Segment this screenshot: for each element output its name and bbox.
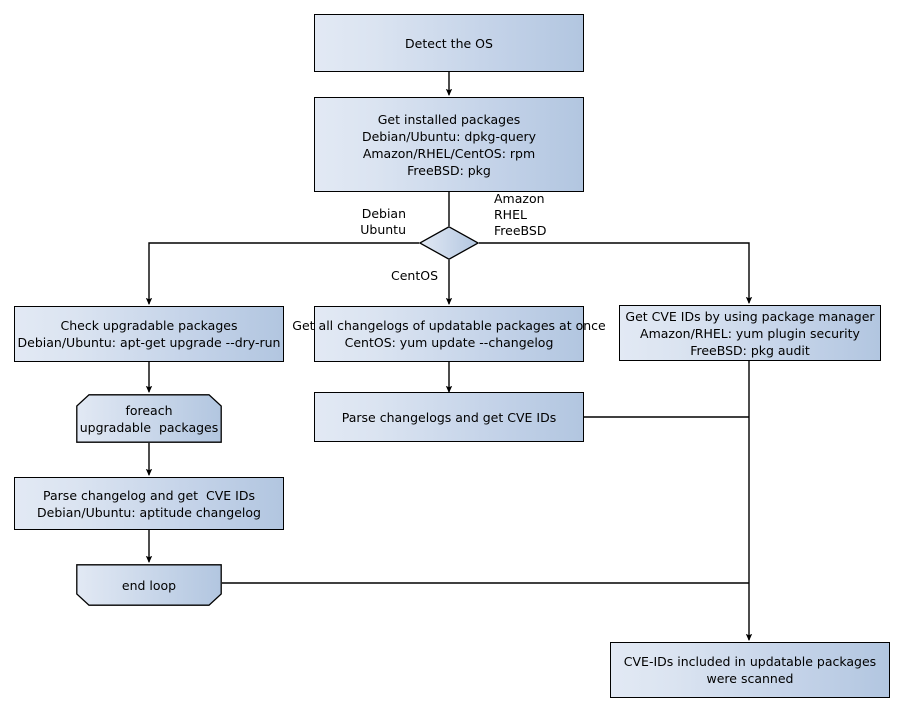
node-get-all-changelogs-label: Get all changelogs of updatable packages… xyxy=(292,318,606,350)
node-get-installed-packages-label: Get installed packages Debian/Ubuntu: dp… xyxy=(361,111,537,178)
edge-label-amazon-rhel-freebsd: Amazon RHEL FreeBSD xyxy=(494,191,547,238)
node-foreach-loop[interactable]: foreach upgradable packages xyxy=(76,394,222,443)
node-check-upgradable-label: Check upgradable packages Debian/Ubuntu:… xyxy=(17,318,281,350)
node-end-loop[interactable]: end loop xyxy=(76,564,222,606)
loop-end-shape xyxy=(76,564,222,606)
node-parse-changelog-debian-label: Parse changelog and get CVE IDs Debian/U… xyxy=(37,487,261,520)
node-parse-changelogs-centos[interactable]: Parse changelogs and get CVE IDs xyxy=(314,392,584,442)
node-parse-changelog-debian[interactable]: Parse changelog and get CVE IDs Debian/U… xyxy=(14,477,284,530)
loop-start-shape xyxy=(76,394,222,443)
node-parse-changelogs-centos-label: Parse changelogs and get CVE IDs xyxy=(341,409,557,425)
node-end-loop-label: end loop xyxy=(121,577,177,593)
diamond-shape xyxy=(419,226,479,260)
node-os-decision[interactable] xyxy=(419,226,479,260)
node-detect-os[interactable]: Detect the OS xyxy=(314,14,584,72)
node-get-cve-ids-pkgmgr[interactable]: Get CVE IDs by using package manager Ama… xyxy=(619,305,881,361)
node-scanned-result-label: CVE-IDs included in updatable packages w… xyxy=(623,654,877,686)
node-get-installed-packages[interactable]: Get installed packages Debian/Ubuntu: dp… xyxy=(314,97,584,192)
node-detect-os-label: Detect the OS xyxy=(405,35,493,51)
edge-label-debian-ubuntu: Debian Ubuntu xyxy=(360,206,406,237)
node-scanned-result[interactable]: CVE-IDs included in updatable packages w… xyxy=(610,642,890,698)
node-check-upgradable[interactable]: Check upgradable packages Debian/Ubuntu:… xyxy=(14,306,284,362)
node-get-all-changelogs[interactable]: Get all changelogs of updatable packages… xyxy=(292,306,606,362)
edge-label-centos: CentOS xyxy=(390,268,438,283)
edge-decision-right xyxy=(479,242,753,305)
node-foreach-loop-label: foreach upgradable packages xyxy=(79,402,219,435)
node-get-cve-ids-pkgmgr-label: Get CVE IDs by using package manager Ama… xyxy=(625,308,875,358)
